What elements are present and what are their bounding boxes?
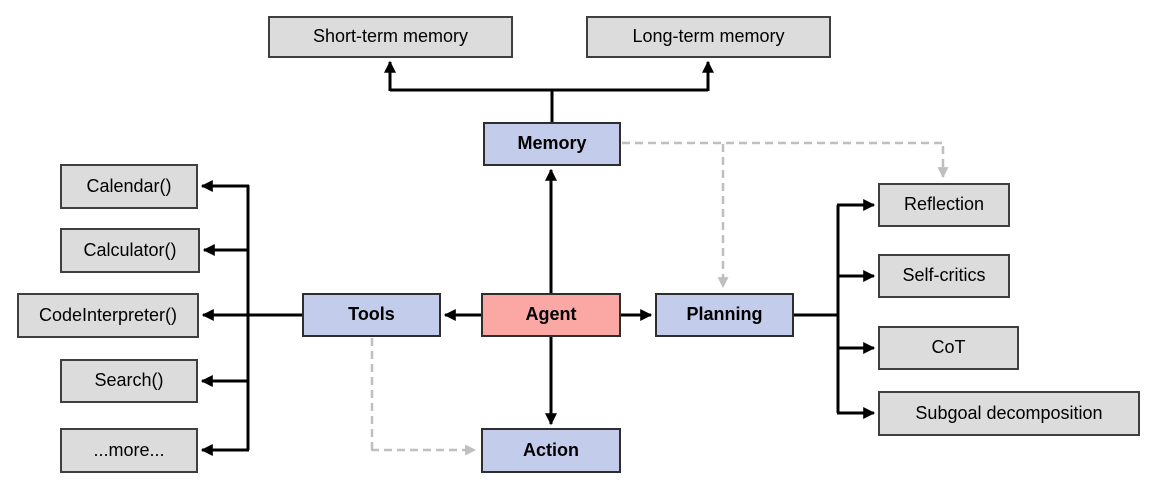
node-tools: Tools [302, 293, 441, 337]
node-code-interpreter: CodeInterpreter() [17, 293, 199, 338]
node-agent: Agent [481, 293, 621, 337]
node-long-term-memory: Long-term memory [586, 16, 831, 58]
node-more: ...more... [60, 428, 198, 473]
node-memory: Memory [483, 122, 621, 166]
node-calculator: Calculator() [60, 228, 200, 273]
node-planning: Planning [655, 293, 794, 337]
node-search: Search() [60, 359, 198, 403]
node-action: Action [481, 428, 621, 473]
node-short-term-memory: Short-term memory [268, 16, 513, 58]
node-calendar: Calendar() [60, 164, 198, 209]
node-subgoal-decomposition: Subgoal decomposition [878, 391, 1140, 436]
node-cot: CoT [878, 326, 1019, 370]
node-reflection: Reflection [878, 183, 1010, 227]
node-self-critics: Self-critics [878, 254, 1010, 298]
